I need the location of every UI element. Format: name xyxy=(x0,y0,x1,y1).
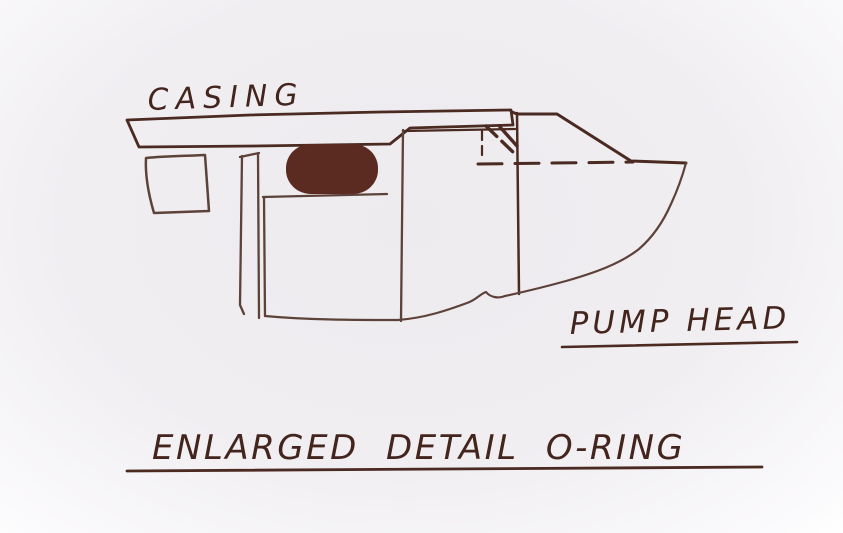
pump-head-left-edge xyxy=(262,195,267,318)
casing-cross-section-hatched xyxy=(125,108,515,149)
title-label: ENLARGED DETAIL O-RING xyxy=(152,428,685,468)
groove-bottom-line xyxy=(261,192,389,199)
pump-head-label: PUMP HEAD xyxy=(569,300,791,342)
sleeve-strip-top-cap xyxy=(238,151,261,159)
dashed-horizontal-line xyxy=(476,160,635,166)
hidden-edge-dashed-lines xyxy=(476,124,635,166)
pump-head-break-line xyxy=(263,161,688,322)
title-underline xyxy=(125,465,764,473)
sleeve-strip-right-edge xyxy=(256,152,261,320)
chamfer-mark-lower xyxy=(484,124,516,155)
sleeve-strip-left-edge xyxy=(238,154,246,316)
casing-label: CASING xyxy=(147,78,305,118)
sleeve-strip xyxy=(238,151,261,320)
boss-step-edge xyxy=(399,128,405,323)
pump-head-underline xyxy=(560,340,799,349)
boss-top-contact-line xyxy=(402,127,517,133)
pump-head-top-right-outline xyxy=(510,110,688,165)
flange-block xyxy=(144,153,211,215)
chamfer-mark-upper xyxy=(498,125,519,148)
o-ring xyxy=(286,144,378,194)
boss-right-edge xyxy=(515,111,521,296)
